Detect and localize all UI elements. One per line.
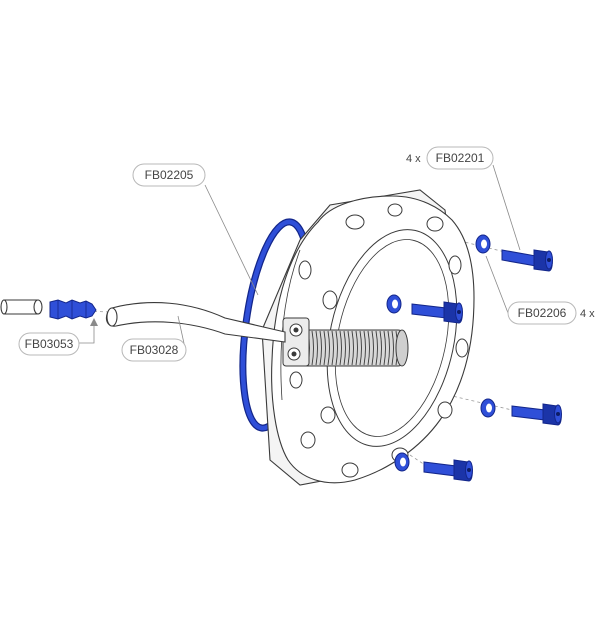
spring-coil <box>387 330 390 366</box>
spring-coil <box>347 330 350 366</box>
screw-fb02201-1 <box>501 249 553 272</box>
spring-coil <box>323 330 326 366</box>
spring-coil <box>335 330 338 366</box>
callout-fb02205-label: FB02205 <box>145 168 194 182</box>
tube-sleeve <box>0 299 43 315</box>
spring-coil <box>331 330 334 366</box>
rod-clamp-block <box>282 317 310 367</box>
spring-coil <box>367 330 370 366</box>
callout-fb02201: 4 x FB02201 <box>406 146 494 170</box>
spring-coil <box>391 330 394 366</box>
spring-coil <box>383 330 386 366</box>
spring-coil <box>343 330 346 366</box>
spring-coil <box>319 330 322 366</box>
spring-coil <box>339 330 342 366</box>
spring-coil <box>355 330 358 366</box>
compression-spring <box>299 329 409 367</box>
callout-fb02201-label: FB02201 <box>436 151 485 165</box>
spring-coil <box>311 330 314 366</box>
spring-coil <box>327 330 330 366</box>
screw-fb02201-4 <box>423 459 473 482</box>
callout-fb02205: FB02205 <box>132 163 206 187</box>
callout-fb02201-qty: 4 x <box>406 153 421 165</box>
callout-fb02206: FB02206 4 x <box>507 301 595 325</box>
screw-fb02201-2 <box>411 301 463 324</box>
spring-coil <box>351 330 354 366</box>
spring-coil <box>379 330 382 366</box>
leader-lines <box>78 164 521 349</box>
washer-fb02206-2 <box>386 294 402 314</box>
spring-coil <box>363 330 366 366</box>
callout-fb03053-label: FB03053 <box>25 337 74 351</box>
spring-coil <box>371 330 374 366</box>
screw-fb02201-3 <box>511 403 562 426</box>
rod-fb03028 <box>105 301 286 343</box>
callout-fb02206-qty: 4 x <box>580 308 595 320</box>
spring-coil <box>315 330 318 366</box>
barb-fitting-fb03053 <box>49 299 97 320</box>
callout-fb03053: FB03053 <box>18 332 80 356</box>
callout-fb03028-label: FB03028 <box>130 343 179 357</box>
spring-coil <box>375 330 378 366</box>
washer-fb02206-1 <box>475 234 491 254</box>
washer-fb02206-3 <box>480 398 496 418</box>
spring-coil <box>359 330 362 366</box>
washer-fb02206-4 <box>394 452 410 472</box>
callout-fb02206-label: FB02206 <box>518 306 567 320</box>
callout-fb03028: FB03028 <box>121 338 187 362</box>
